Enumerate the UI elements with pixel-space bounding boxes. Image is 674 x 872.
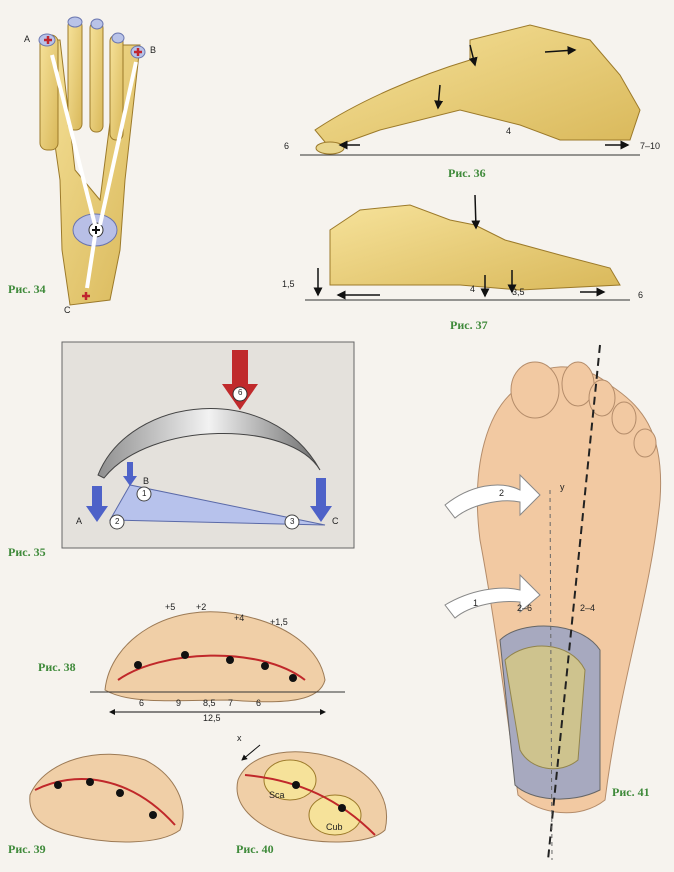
caption-fig34: Рис. 34 [8,282,46,297]
fig37-label-mid2: 3,5 [512,287,525,297]
fig41-label-2-6: 2–6 [517,603,532,613]
fig35-label-3: 3 [290,517,294,526]
fig39-foot-cross-section [30,754,183,842]
fig35-label-6: 6 [238,388,242,397]
caption-fig40: Рис. 40 [236,842,274,857]
fig40-label-sca: Sca [269,790,285,800]
fig38-bottom-3: 8,5 [203,698,216,708]
fig36-label-mid: 4 [506,126,511,136]
caption-fig38: Рис. 38 [38,660,76,675]
fig38-bottom-2: 9 [176,698,181,708]
fig37-label-right: 6 [638,290,643,300]
fig40-foot-cross-section [237,745,387,842]
fig40-label-cub: Cub [326,822,343,832]
fig36-label-right: 7–10 [640,141,660,151]
fig34-label-c: C [64,305,71,315]
fig38-total: 12,5 [203,713,221,723]
fig34-label-b: B [150,45,156,55]
fig35-label-1: 1 [142,489,146,498]
fig38-bottom-1: 6 [139,698,144,708]
fig35-label-b: B [143,476,149,486]
caption-fig41: Рис. 41 [612,785,650,800]
fig34-label-a: A [24,34,30,44]
fig37-label-mid1: 4 [470,284,475,294]
fig38-bottom-5: 6 [256,698,261,708]
fig41-label-1: 1 [473,598,478,608]
fig38-top-3: +4 [234,613,244,623]
caption-fig37: Рис. 37 [450,318,488,333]
fig36-label-left: 6 [284,141,289,151]
fig38-top-4: +1,5 [270,617,288,627]
fig40-label-x: x [237,733,242,743]
fig35-arch-diagram [62,342,354,548]
fig38-top-2: +2 [196,602,206,612]
fig35-label-2: 2 [115,517,119,526]
fig41-label-2: 2 [499,488,504,498]
caption-fig39: Рис. 39 [8,842,46,857]
caption-fig36: Рис. 36 [448,166,486,181]
fig35-label-c: C [332,516,339,526]
fig37-lateral-skeleton [305,195,630,300]
fig34-foot-skeleton [39,17,145,305]
fig38-foot-cross-section [90,612,345,712]
fig37-label-left: 1,5 [282,279,295,289]
fig36-lateral-skeleton [300,25,640,155]
fig35-label-a: A [76,516,82,526]
fig38-top-1: +5 [165,602,175,612]
fig41-label-2-4: 2–4 [580,603,595,613]
fig41-label-y: y [560,482,565,492]
fig38-bottom-4: 7 [228,698,233,708]
caption-fig35: Рис. 35 [8,545,46,560]
